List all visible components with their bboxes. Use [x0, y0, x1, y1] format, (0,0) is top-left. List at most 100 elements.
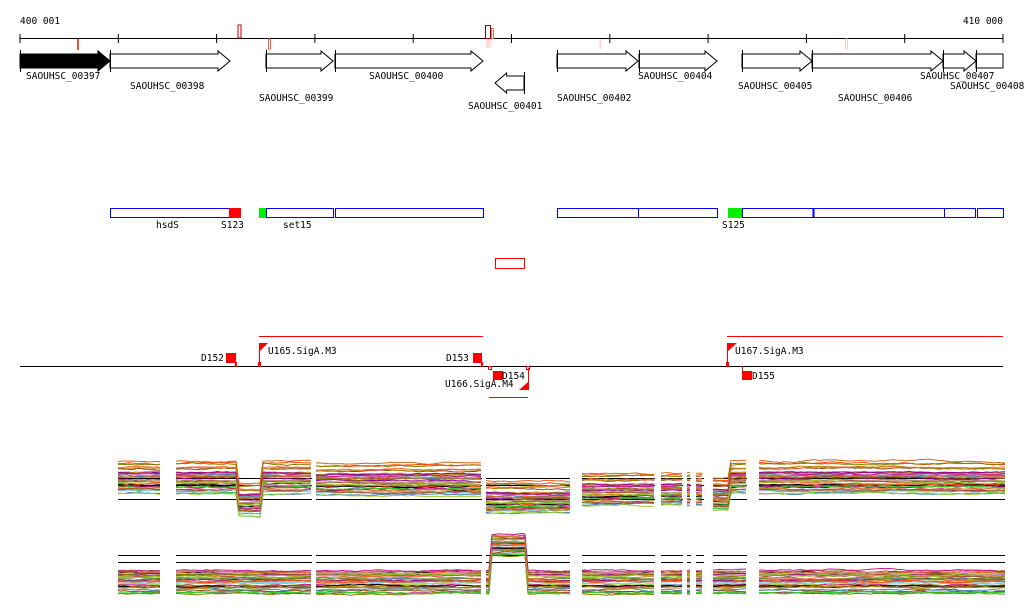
feature-marker-S123[interactable] [229, 208, 241, 218]
gene-arrow[interactable] [811, 49, 944, 73]
feature-box[interactable] [742, 208, 976, 218]
variant-mark[interactable] [237, 24, 242, 39]
gene-saouhsc_00405[interactable]: SAOUHSC_00405 [738, 49, 813, 92]
expression-line [660, 497, 683, 500]
terminator-tick [235, 362, 237, 367]
expression-line [315, 476, 482, 480]
gene-saouhsc_00401[interactable]: SAOUHSC_00401 [468, 71, 543, 112]
expression-line [660, 484, 683, 488]
gene-arrow[interactable] [109, 49, 231, 73]
expression-line [712, 467, 747, 486]
gene-saouhsc_00400[interactable]: SAOUHSC_00400 [334, 49, 484, 82]
feature-track: hsdS S123 set15 S125 [110, 208, 1004, 269]
gene-arrow[interactable] [19, 49, 111, 73]
expression-line [712, 589, 747, 593]
expression-line [175, 574, 312, 577]
feature-hsdS[interactable] [110, 208, 241, 218]
gene-saouhsc_00408[interactable]: SAOUHSC_00408 [950, 50, 1024, 92]
expression-line [686, 483, 691, 485]
expression-line [660, 487, 683, 489]
expression-line [315, 569, 482, 573]
variant-mark[interactable] [845, 38, 848, 50]
expression-profiles [117, 458, 1006, 596]
ruler-end-label: 410 000 [963, 16, 1003, 27]
gene-saouhsc_00406[interactable]: SAOUHSC_00406 [811, 49, 944, 104]
expression-line [176, 487, 312, 513]
expression-line [758, 576, 1006, 581]
terminator-D154[interactable] [493, 371, 503, 380]
expression-line [175, 590, 311, 595]
feature-box[interactable] [335, 208, 484, 218]
gene-track: SAOUHSC_00397SAOUHSC_00398SAOUHSC_00399S… [19, 49, 1024, 112]
expression-line [712, 572, 747, 576]
gene-arrow[interactable] [638, 49, 718, 73]
variant-mark[interactable] [485, 25, 491, 39]
gene-saouhsc_00404[interactable]: SAOUHSC_00404 [638, 49, 718, 82]
feature-marker-green[interactable] [259, 208, 266, 218]
expression-line [485, 485, 571, 489]
variant-mark[interactable] [486, 39, 491, 48]
expression-line [712, 574, 747, 577]
expression-line [117, 465, 161, 469]
terminator-D155[interactable] [742, 371, 752, 380]
promoter-tick [726, 362, 729, 367]
expression-line [485, 482, 571, 485]
expression-line [118, 467, 161, 470]
label-U165: U165.SigA.M3 [268, 346, 337, 357]
expression-line [315, 590, 482, 595]
feature-box[interactable] [557, 208, 718, 218]
gene-saouhsc_00397[interactable]: SAOUHSC_00397 [19, 49, 111, 82]
terminator-D153[interactable] [473, 353, 482, 363]
expression-line [118, 591, 161, 594]
expression-line [175, 591, 312, 596]
gene-arrow[interactable] [265, 49, 334, 73]
gene-saouhsc_00398[interactable]: SAOUHSC_00398 [109, 49, 231, 92]
gene-arrow[interactable] [334, 49, 484, 73]
expression-line [117, 492, 161, 495]
expression-line [695, 573, 703, 576]
expression-line [485, 548, 571, 589]
expression-line [686, 474, 691, 477]
variant-mark[interactable] [599, 39, 602, 49]
expression-line [713, 482, 747, 501]
gene-arrow[interactable] [942, 49, 977, 73]
variant-mark[interactable] [268, 38, 271, 50]
gene-saouhsc_00407[interactable]: SAOUHSC_00407 [920, 49, 994, 82]
expression-line [581, 593, 654, 596]
label-D152: D152 [201, 353, 224, 364]
gene-label: SAOUHSC_00399 [259, 93, 334, 104]
expression-line [175, 579, 312, 583]
expression-line [315, 570, 482, 574]
variant-mark[interactable] [491, 28, 494, 39]
expression-line [695, 570, 703, 572]
gene-label: SAOUHSC_00402 [557, 93, 631, 104]
expression-line [695, 488, 703, 491]
gene-arrow[interactable] [741, 49, 813, 73]
expression-line [117, 473, 161, 476]
expression-line [581, 493, 655, 497]
expression-line [712, 584, 747, 587]
feature-box[interactable] [977, 208, 1004, 218]
expression-line [758, 479, 1006, 485]
expression-line [581, 589, 655, 593]
site-marker [488, 366, 492, 370]
red-region-box[interactable] [495, 258, 525, 269]
expression-line [660, 583, 683, 586]
expression-line [315, 461, 482, 465]
gene-arrow[interactable] [556, 49, 639, 73]
expression-line [712, 588, 747, 591]
terminator-D152[interactable] [226, 353, 236, 363]
label-U167: U167.SigA.M3 [735, 346, 804, 357]
expression-line [315, 480, 482, 484]
expression-line [660, 491, 683, 494]
gene-saouhsc_00399[interactable]: SAOUHSC_00399 [259, 49, 334, 104]
expression-line [758, 465, 1006, 470]
feature-marker-S125[interactable] [728, 208, 742, 218]
feature-set15[interactable] [266, 208, 334, 218]
expression-line [759, 488, 1006, 492]
expression-line [315, 482, 482, 487]
expression-line [581, 584, 655, 588]
gene-arrow[interactable] [494, 71, 525, 95]
gene-arrow[interactable] [975, 53, 1004, 69]
gene-saouhsc_00402[interactable]: SAOUHSC_00402 [556, 49, 639, 104]
